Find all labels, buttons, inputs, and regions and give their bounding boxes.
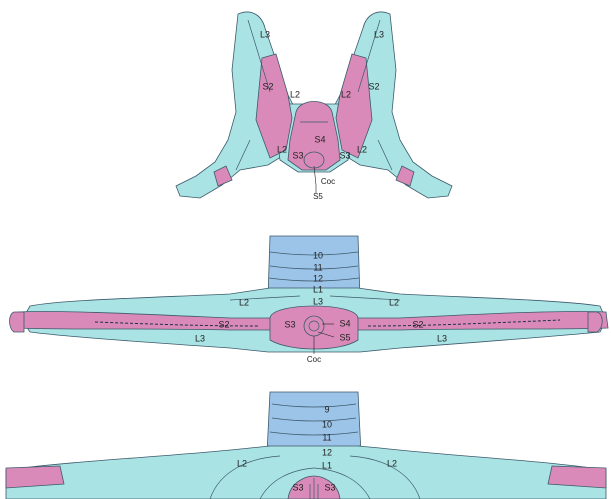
top-label-s3-left: S3 xyxy=(292,150,303,160)
middle-label-10: 10 xyxy=(313,250,323,260)
top-label-coc: Coc xyxy=(321,177,335,186)
middle-label-s3: S3 xyxy=(284,319,295,329)
middle-right-foot xyxy=(588,312,602,332)
top-label-s3-right: S3 xyxy=(339,150,350,160)
middle-label-l2-left: L2 xyxy=(239,297,249,307)
bottom-label-l1: L1 xyxy=(322,460,332,470)
middle-left-foot xyxy=(10,312,25,332)
bottom-label-10: 10 xyxy=(322,419,332,429)
middle-label-s2-right: S2 xyxy=(412,319,423,329)
bottom-label-l2-left: L2 xyxy=(237,458,247,468)
top-label-s2-left: S2 xyxy=(262,81,273,91)
middle-label-s4: S4 xyxy=(339,318,350,328)
top-label-s5: S5 xyxy=(313,192,323,201)
bottom-view: 9 10 11 12 L1 L2 L2 S3 S3 xyxy=(6,392,606,499)
bottom-label-12: 12 xyxy=(322,447,332,457)
top-label-s4: S4 xyxy=(314,134,325,144)
top-label-l3-right: L3 xyxy=(374,29,384,39)
middle-label-l2-right: L2 xyxy=(389,297,399,307)
top-label-s2-right: S2 xyxy=(368,81,379,91)
bottom-label-s3-right: S3 xyxy=(324,482,335,492)
top-label-l2-low-right: L2 xyxy=(357,144,367,154)
top-view: L3 L3 S2 S2 L2 L2 S4 L2 S3 S3 L2 Coc S5 xyxy=(176,12,452,201)
bottom-right-foot xyxy=(548,466,606,488)
bottom-label-11: 11 xyxy=(322,432,331,442)
middle-label-12: 12 xyxy=(313,273,323,283)
middle-view: 10 11 12 L1 L2 L3 L2 S2 S3 S4 S5 S2 L3 L… xyxy=(10,236,609,364)
middle-label-s2-left: S2 xyxy=(218,319,229,329)
top-label-l2-low-left: L2 xyxy=(277,144,287,154)
bottom-left-foot xyxy=(6,466,64,488)
bottom-label-9: 9 xyxy=(324,404,329,414)
bottom-label-s3-left: S3 xyxy=(292,482,303,492)
middle-label-11: 11 xyxy=(313,262,322,272)
middle-label-l3-left: L3 xyxy=(195,333,205,343)
bottom-label-l2-right: L2 xyxy=(387,458,397,468)
top-label-l2-inner-right: L2 xyxy=(341,89,351,99)
middle-label-l1: L1 xyxy=(313,284,323,294)
middle-label-s5: S5 xyxy=(339,332,350,342)
top-anal-region xyxy=(304,152,324,168)
middle-label-coc: Coc xyxy=(307,355,321,364)
middle-label-l3-center: L3 xyxy=(313,296,323,306)
top-label-l3-left: L3 xyxy=(260,29,270,39)
top-label-l2-inner-left: L2 xyxy=(290,89,300,99)
middle-label-l3-right: L3 xyxy=(437,333,447,343)
